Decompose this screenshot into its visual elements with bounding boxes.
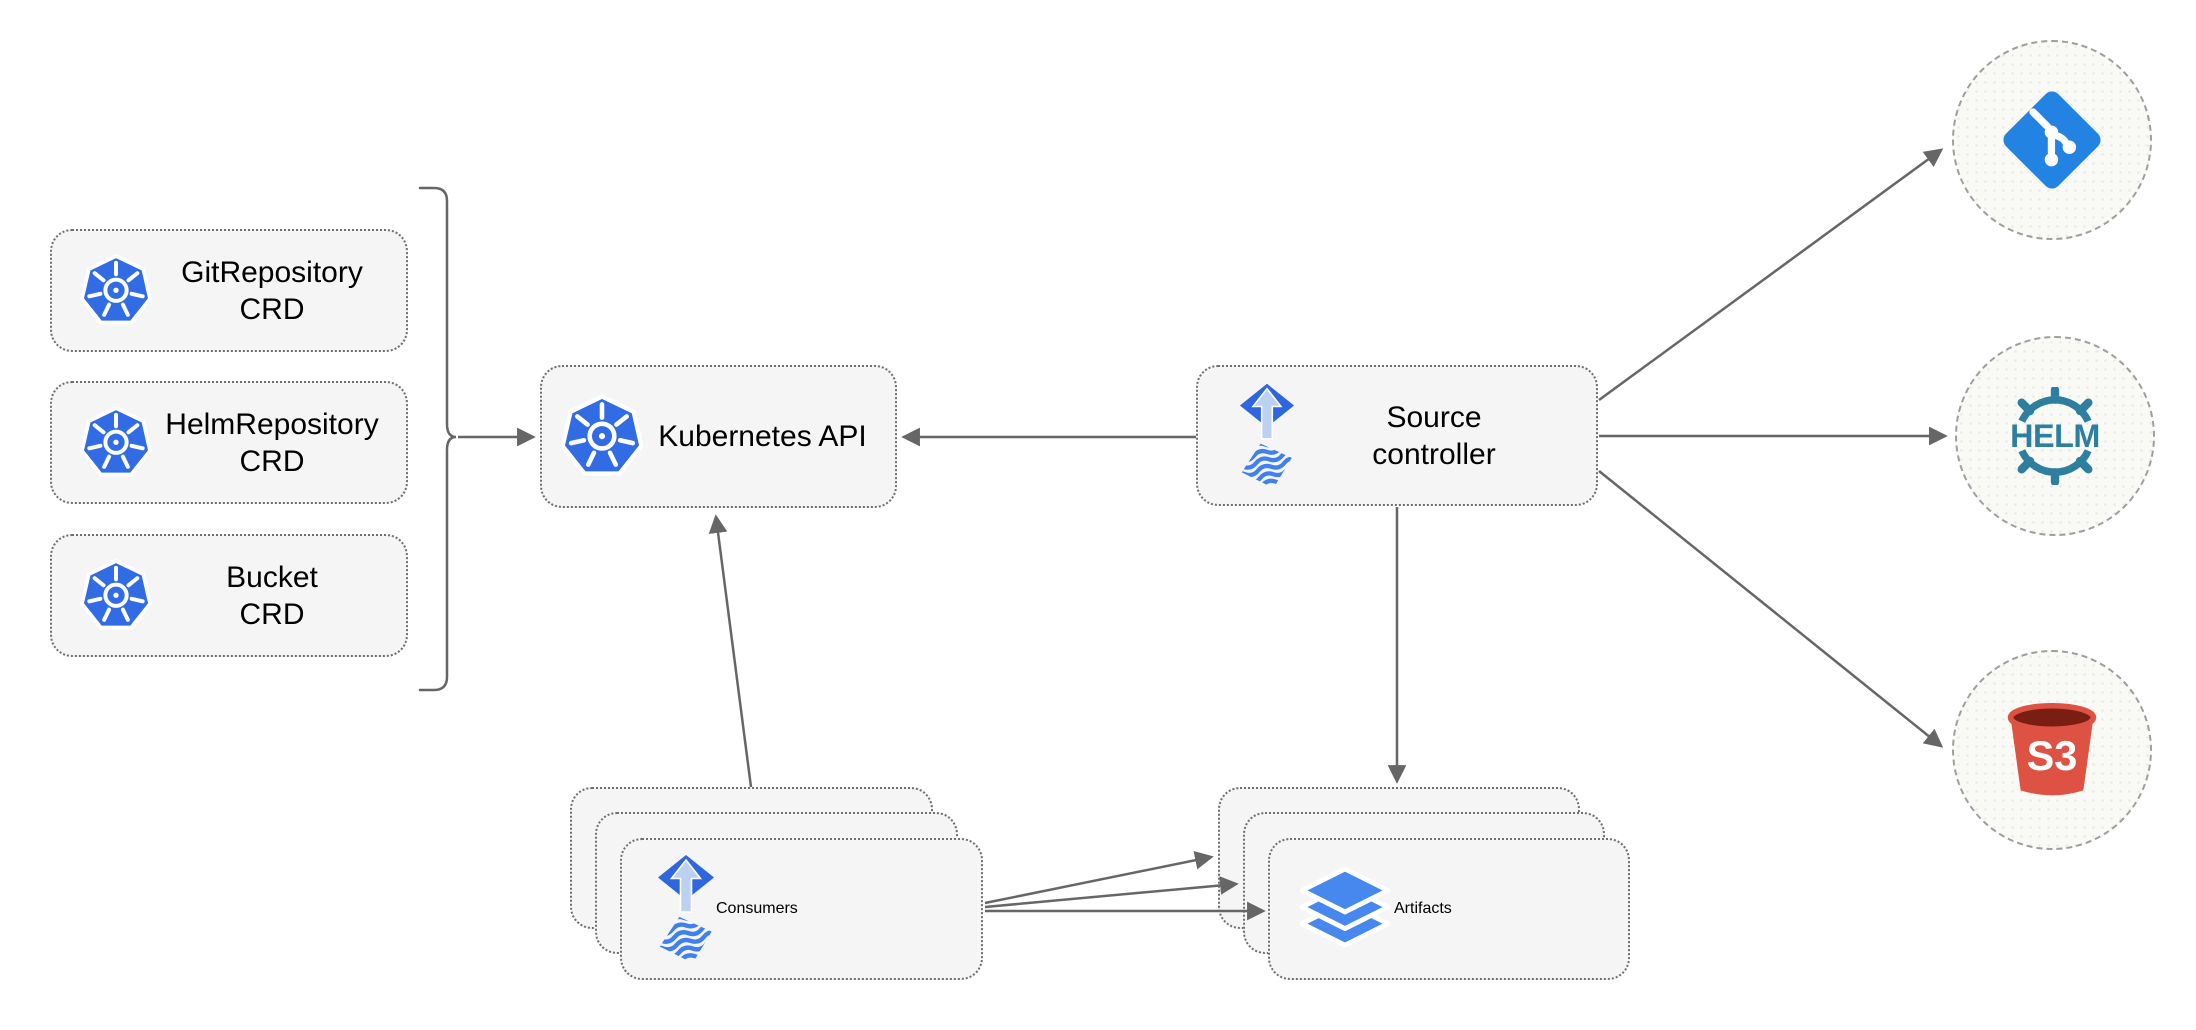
kubernetes-icon: [558, 393, 646, 481]
flux-icon: [656, 848, 716, 970]
layers-icon: [1296, 865, 1394, 953]
flux-icon: [1238, 377, 1296, 495]
node-artifacts: Artifacts: [1268, 838, 1630, 980]
kubernetes-icon: [78, 558, 154, 634]
node-label: Artifacts: [1394, 900, 1452, 917]
edge-consumers-to-artifacts-back: [984, 850, 1214, 905]
node-artifacts-stack: Artifacts: [1218, 787, 1630, 980]
s3-bucket-icon: S3: [2007, 702, 2097, 796]
edge-consumers-to-kubernetes-api: [708, 514, 753, 788]
s3-label: S3: [2027, 732, 2078, 779]
node-label: Kubernetes API: [658, 420, 867, 453]
edge-source-controller-to-git: [1598, 148, 1944, 402]
git-icon: [2003, 91, 2101, 189]
node-consumers: Consumers: [620, 838, 983, 980]
kubernetes-icon: [78, 405, 154, 481]
edge-consumers-to-artifacts-middle: [984, 876, 1239, 909]
helm-icon: HELM: [2010, 387, 2100, 485]
helm-label: HELM: [2010, 418, 2100, 454]
node-consumers-stack: Consumers: [570, 787, 983, 980]
kubernetes-icon: [78, 253, 154, 329]
external-git-circle: [1952, 40, 2152, 240]
external-helm-circle: HELM: [1955, 336, 2155, 536]
external-s3-circle: S3: [1952, 650, 2152, 850]
node-label: Consumers: [716, 900, 798, 917]
crd-group-bracket: [418, 186, 457, 692]
node-kubernetes-api: Kubernetes API: [540, 365, 897, 508]
edge-source-controller-to-s3: [1598, 470, 1944, 748]
